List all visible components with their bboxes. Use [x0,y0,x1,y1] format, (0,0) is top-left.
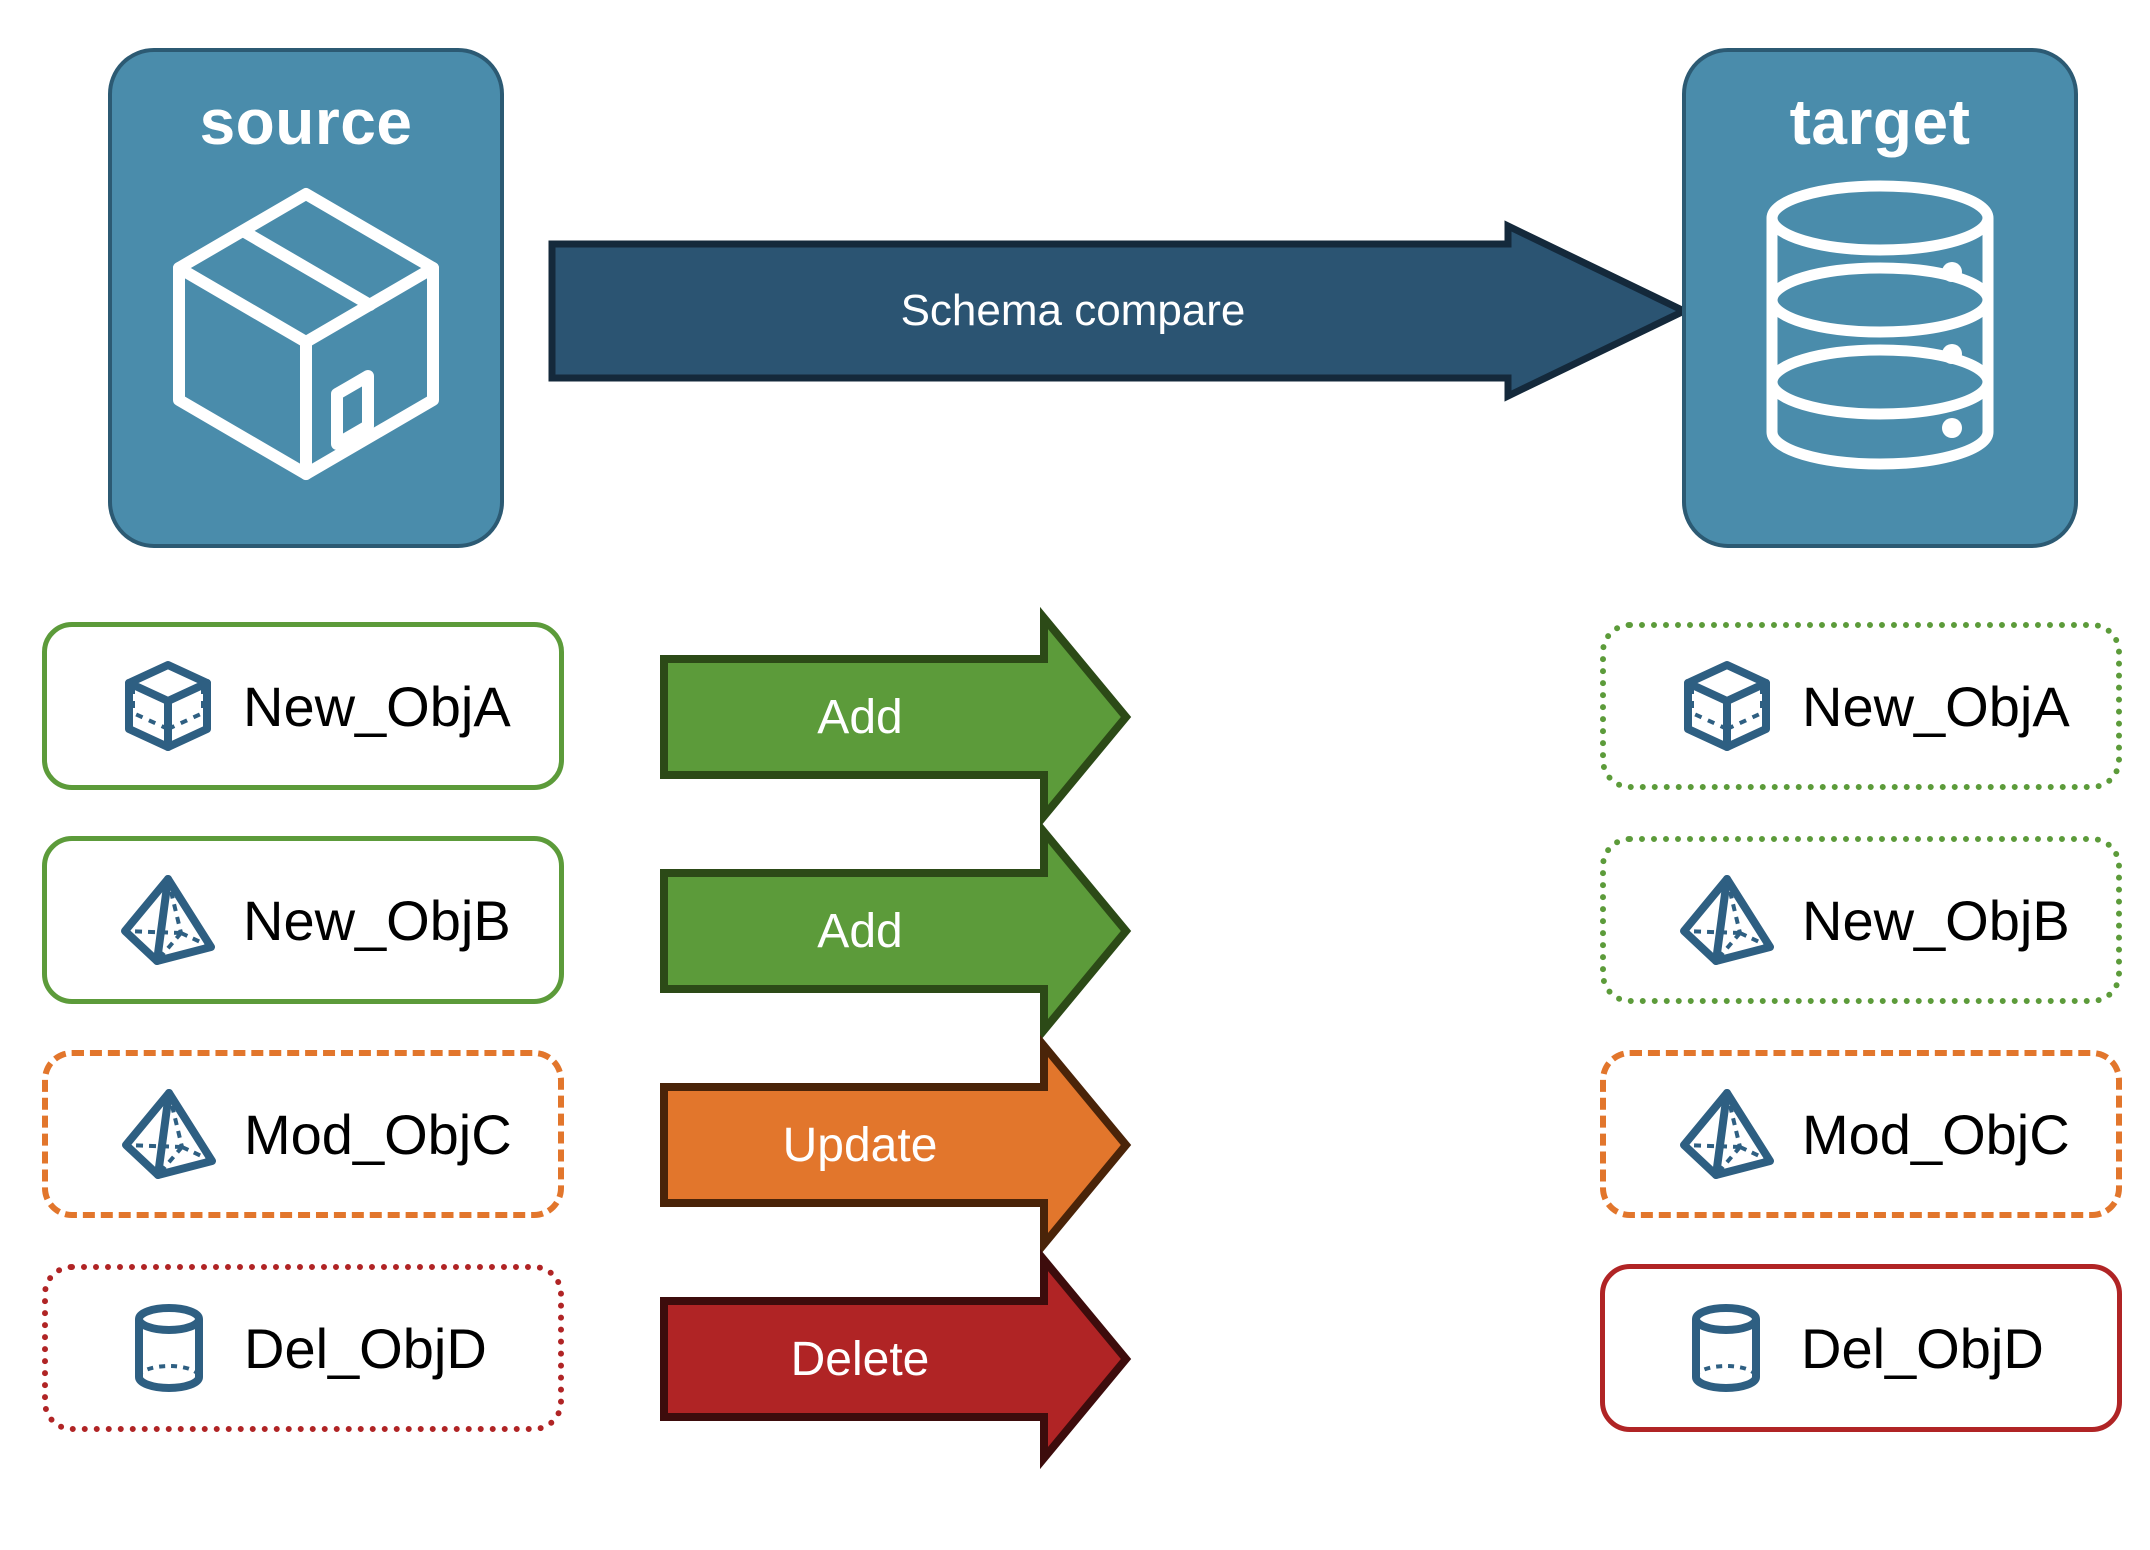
target-object-box[interactable]: New_ObjB [1600,836,2122,1004]
source-object-label: Mod_ObjC [244,1102,512,1166]
source-object-box[interactable]: Mod_ObjC [42,1050,564,1218]
target-object-box[interactable]: New_ObjA [1600,622,2122,790]
action-arrow-label: Add [817,690,903,744]
schema-compare-arrow: Schema compare [548,220,1693,402]
wireframe-pyramid-icon [119,871,217,969]
target-object-label: Del_ObjD [1801,1316,2044,1380]
source-object-box[interactable]: New_ObjB [42,836,564,1004]
target-object-label: Mod_ObjC [1802,1102,2070,1166]
action-arrow-add: Add [660,606,1132,828]
source-object-label: New_ObjB [243,888,511,952]
wireframe-cube-icon [119,657,217,755]
target-endpoint-card: target [1682,48,2078,548]
target-object-label: New_ObjB [1802,888,2070,952]
target-title: target [1789,86,1971,158]
action-arrow-label: Add [817,904,903,958]
action-arrow-label: Delete [790,1332,930,1386]
target-object-box[interactable]: Del_ObjD [1600,1264,2122,1432]
package-box-icon [163,180,449,480]
action-arrow-update: Update [660,1034,1132,1256]
source-object-box[interactable]: Del_ObjD [42,1264,564,1432]
source-object-label: New_ObjA [243,674,511,738]
action-arrow-delete: Delete [660,1248,1132,1470]
source-endpoint-card: source [108,48,504,548]
wireframe-pyramid-icon [120,1085,218,1183]
source-object-label: Del_ObjD [244,1316,487,1380]
wireframe-pyramid-icon [1678,1085,1776,1183]
target-object-label: New_ObjA [1802,674,2070,738]
source-object-box[interactable]: New_ObjA [42,622,564,790]
source-title: source [199,86,413,158]
wireframe-pyramid-icon [1678,871,1776,969]
target-object-box[interactable]: Mod_ObjC [1600,1050,2122,1218]
action-arrow-add: Add [660,820,1132,1042]
wireframe-cylinder-icon [1677,1299,1775,1397]
wireframe-cube-icon [1678,657,1776,755]
database-cylinder-icon [1760,180,2000,470]
wireframe-cylinder-icon [120,1299,218,1397]
schema-compare-label: Schema compare [900,286,1246,335]
action-arrow-label: Update [782,1118,938,1172]
